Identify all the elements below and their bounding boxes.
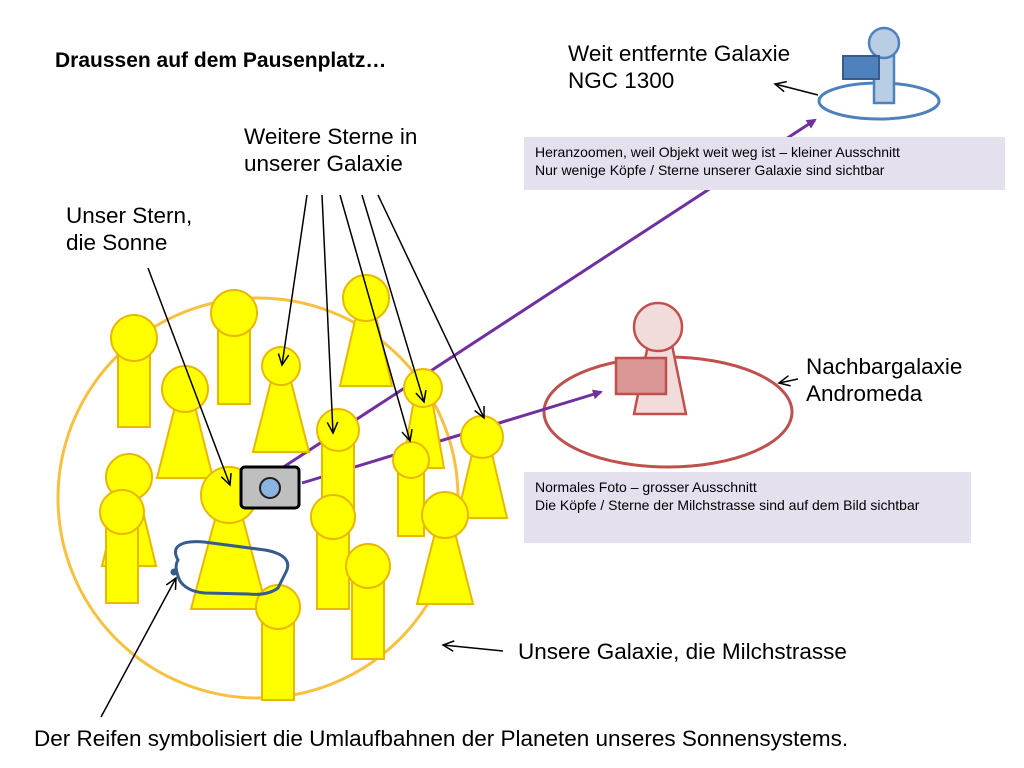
- neighbor-galaxy-line-2: Andromeda: [806, 381, 923, 407]
- star-person-icon: [392, 441, 430, 537]
- ngc-arrow: [774, 83, 819, 96]
- milky-way-stars: [99, 274, 509, 702]
- pointer-arrows: [100, 80, 819, 718]
- distant-galaxy-line-1: Weit entfernte Galaxie: [568, 41, 791, 66]
- our-star-line-1: Unser Stern,: [66, 203, 193, 228]
- more-stars-arrow-2: [321, 194, 334, 434]
- hoop-arrow: [100, 577, 177, 718]
- star-person-icon: [415, 491, 475, 605]
- star-person-icon: [99, 489, 145, 605]
- more-stars-arrow-1: [281, 194, 308, 366]
- our-star-label: Unser Stern, die Sonne: [66, 202, 192, 257]
- page-title: Draussen auf dem Pausenplatz…: [55, 49, 387, 72]
- our-galaxy-arrow: [442, 644, 504, 652]
- andromeda-arrow: [778, 378, 799, 384]
- neighbor-galaxy-label: Nachbargalaxie Andromeda: [806, 353, 962, 408]
- hoop-marker: [170, 568, 178, 576]
- more-stars-arrow-4: [361, 194, 425, 403]
- arrow-icon: [441, 640, 455, 652]
- arrow-icon: [777, 375, 791, 387]
- neighbor-galaxy-line-1: Nachbargalaxie: [806, 354, 963, 379]
- hoop-orbit: [174, 540, 290, 596]
- star-person-icon: [210, 289, 258, 405]
- normal-note-box: Normales Foto – grosser Ausschnitt Die K…: [524, 472, 971, 543]
- star-person-icon: [255, 584, 301, 702]
- zoom-note-box: Heranzoomen, weil Objekt weit weg ist – …: [524, 137, 1005, 190]
- andromeda-person-icon: [614, 301, 688, 416]
- more-stars-arrow-5: [377, 194, 485, 419]
- star-person-icon: [110, 314, 158, 428]
- star-person-icon: [251, 346, 311, 453]
- arrow-icon: [401, 429, 413, 443]
- arrow-icon: [326, 421, 339, 435]
- more-stars-arrow-3: [339, 194, 411, 442]
- normal-note-line-2: Die Köpfe / Sterne der Milchstrasse sind…: [535, 497, 920, 514]
- our-star-line-2: die Sonne: [66, 230, 168, 256]
- distant-galaxy-line-2: NGC 1300: [568, 68, 675, 94]
- arrow-icon: [415, 390, 427, 404]
- zoom-note-line-1: Heranzoomen, weil Objekt weit weg ist – …: [535, 144, 900, 160]
- arrow-icon: [165, 576, 177, 591]
- arrow-icon: [220, 472, 232, 487]
- zoom-note-line-2: Nur wenige Köpfe / Sterne unserer Galaxi…: [535, 162, 885, 179]
- our-galaxy-label: Unsere Galaxie, die Milchstrasse: [518, 639, 847, 664]
- star-person-icon: [338, 274, 394, 387]
- more-stars-line-2: unserer Galaxie: [244, 151, 403, 177]
- star-person-icon: [155, 365, 215, 479]
- star-person-icon: [345, 543, 391, 661]
- distant-galaxy-label: Weit entfernte Galaxie NGC 1300: [568, 40, 790, 95]
- more-stars-line-1: Weitere Sterne in: [244, 124, 418, 149]
- arrow-icon: [474, 405, 485, 420]
- arrow-icon: [773, 80, 787, 93]
- hoop-caption: Der Reifen symbolisiert die Umlaufbahnen…: [34, 726, 849, 751]
- more-stars-label: Weitere Sterne in unserer Galaxie: [244, 123, 417, 178]
- star-person-icon: [455, 415, 509, 519]
- arrow-icon: [277, 353, 290, 367]
- normal-note-line-1: Normales Foto – grosser Ausschnitt: [535, 479, 757, 495]
- camera-icon: [239, 465, 301, 510]
- our-star-arrow: [147, 267, 231, 486]
- ngc1300-person-icon: [842, 26, 901, 105]
- star-person-icon: [310, 494, 356, 611]
